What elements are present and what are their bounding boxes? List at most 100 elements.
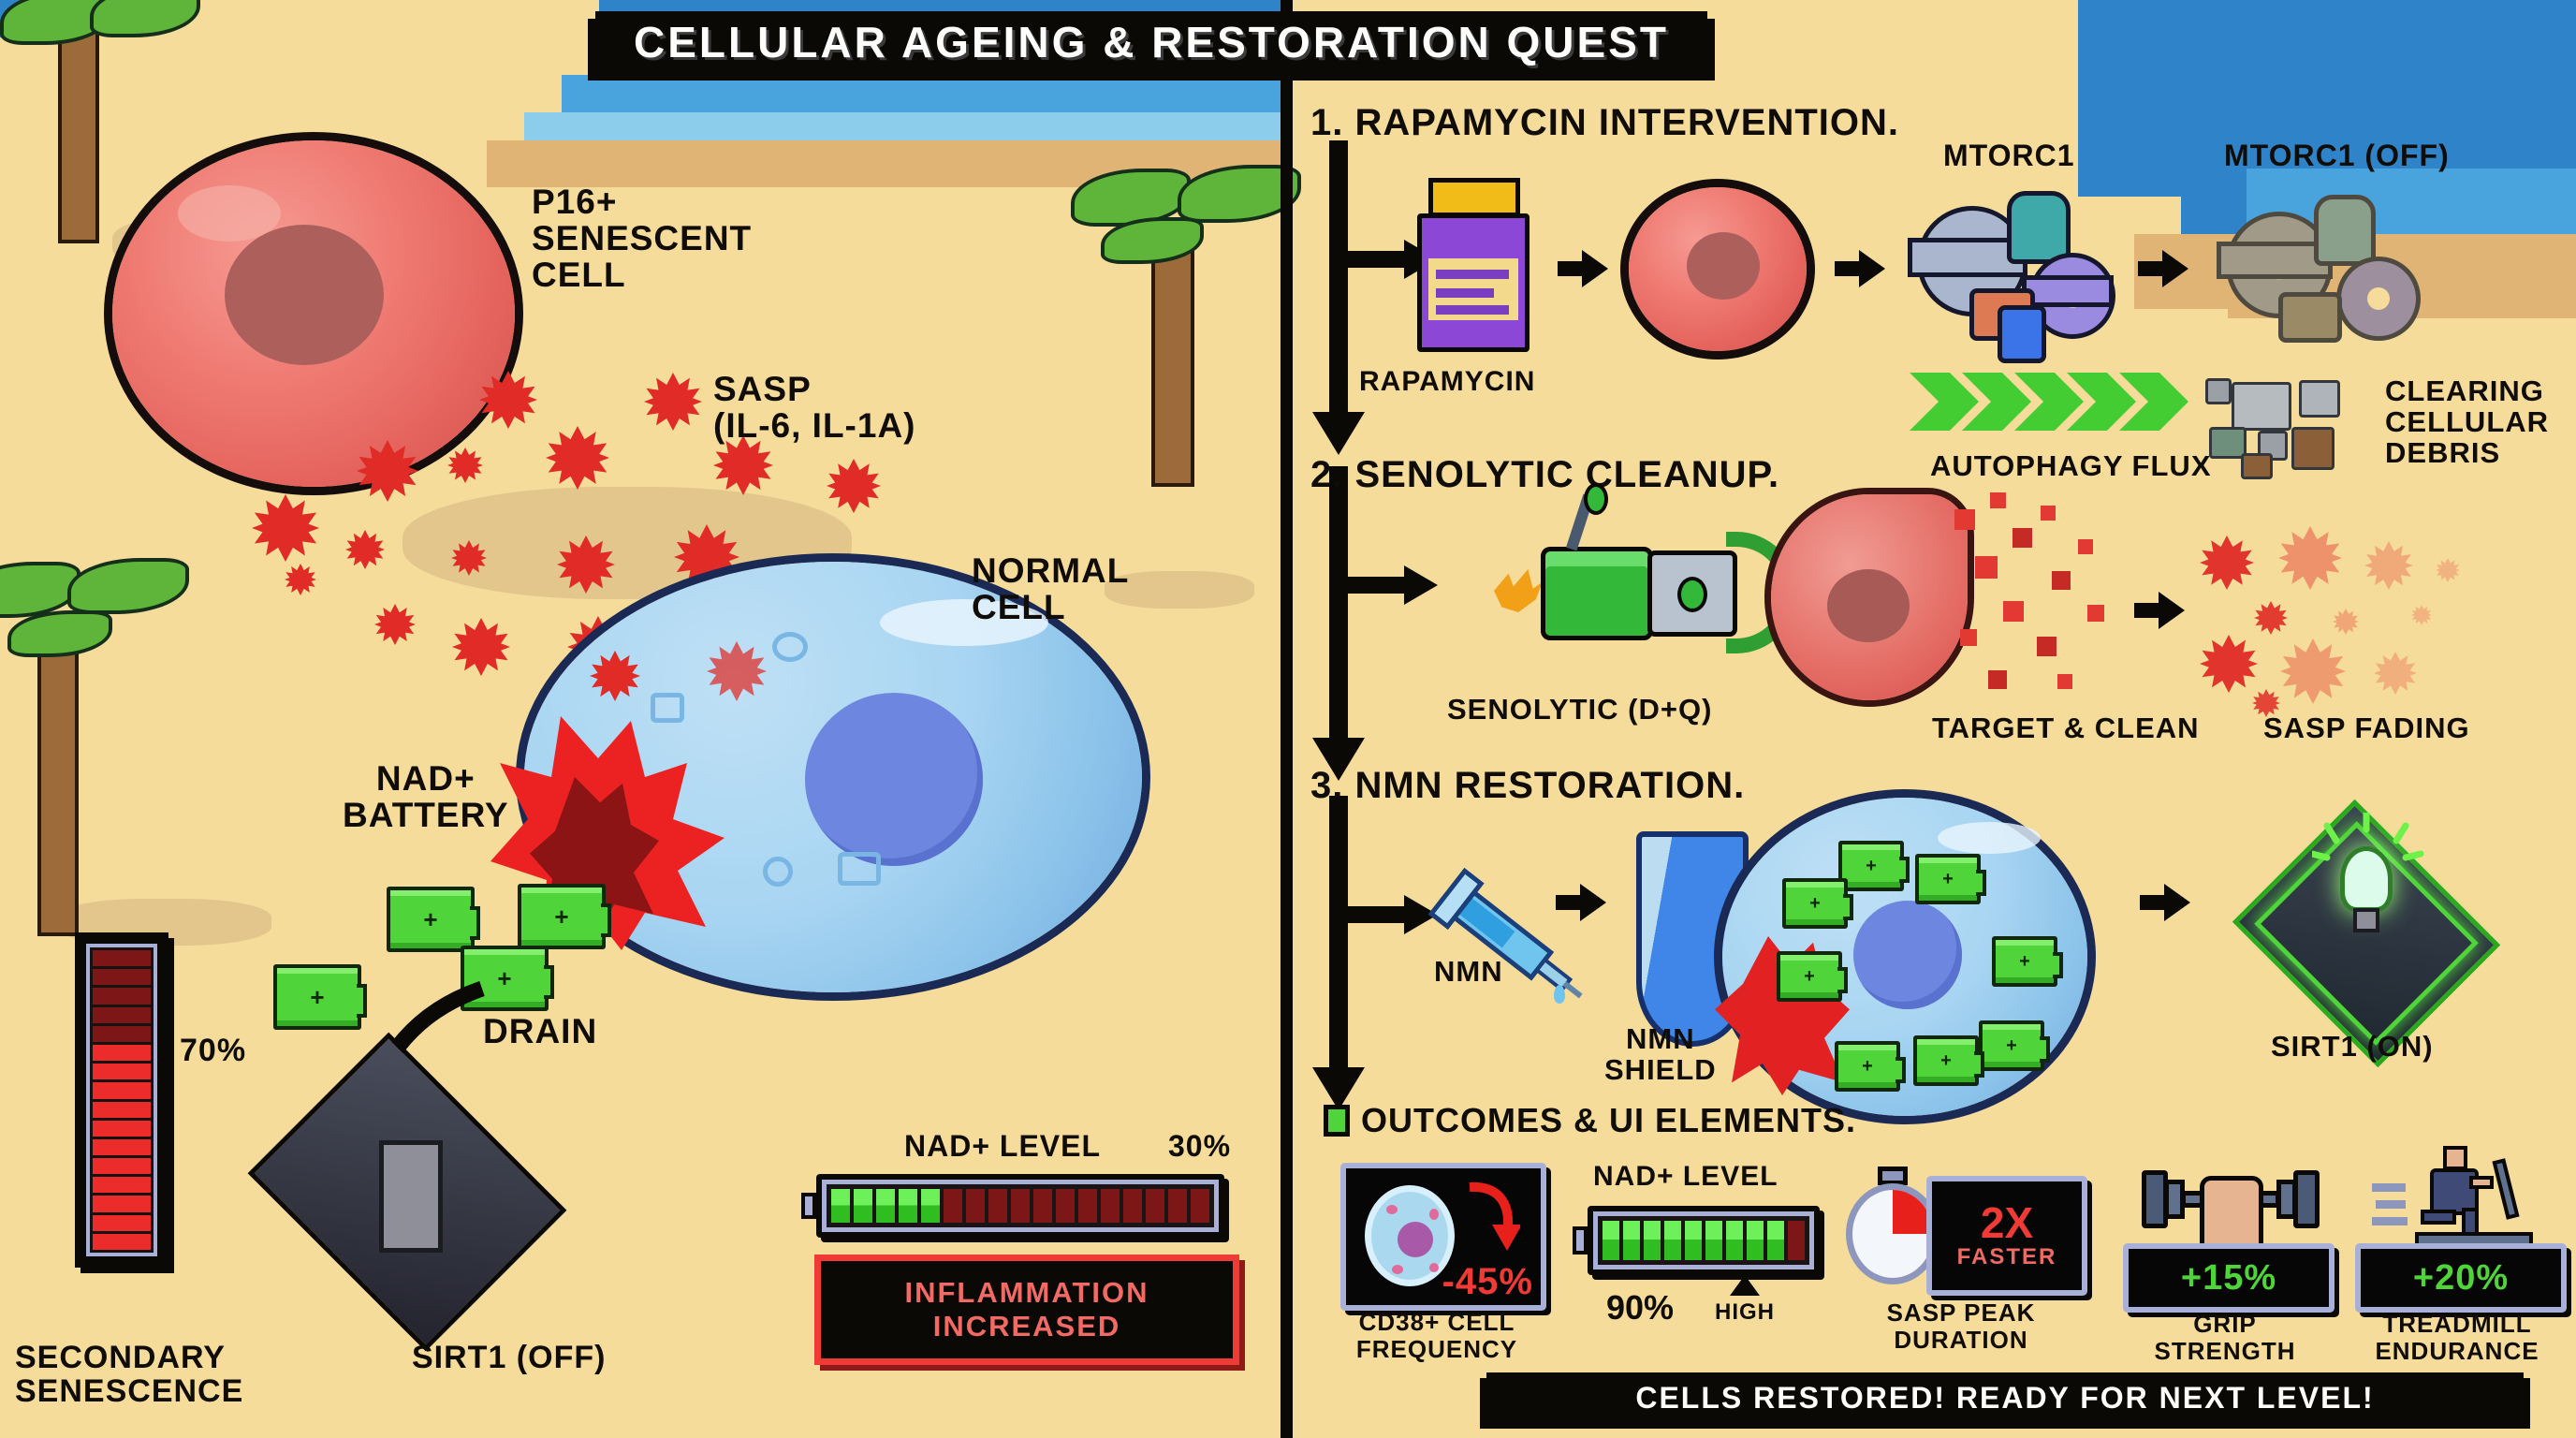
sasp-peak-value-sub: FASTER: [1956, 1244, 2057, 1269]
outcome-card-cd38-cell-frequency[interactable]: -45% CD38+ CELL FREQUENCY: [1340, 1163, 1548, 1362]
cd38-value: -45%: [1442, 1261, 1533, 1302]
normal-cell-vacuole: [763, 857, 793, 887]
sasp-fading-label: SASP FADING: [2263, 712, 2470, 744]
outcome-card-sasp-peak-duration[interactable]: 2X FASTER SASP PEAK DURATION: [1840, 1161, 2087, 1359]
chevron-arrow-icon: [1910, 373, 1979, 431]
senescence-segment: [93, 1233, 151, 1250]
sasp-particle-fading: [2364, 541, 2413, 590]
nad-segment: [854, 1189, 872, 1223]
gear-teeth: [2217, 242, 2333, 279]
battery-plus-icon: +: [1809, 893, 1821, 914]
battery-plus-icon: +: [423, 905, 438, 933]
nad-segment: [1603, 1221, 1619, 1260]
device-antenna-tip: [1584, 483, 1608, 515]
step-1-heading: 1. RAPAMYCIN INTERVENTION.: [1310, 102, 1900, 143]
sasp-particle: [644, 373, 702, 431]
lightbulb-rays-icon: [2312, 813, 2424, 861]
cell-fragment: [1960, 629, 1977, 646]
nad-meter-bar[interactable]: [801, 1174, 1224, 1238]
cd38-cell-speck: [1429, 1263, 1439, 1272]
cd38-cell-speck: [1392, 1265, 1403, 1274]
sasp-particle-fading: [2278, 526, 2342, 590]
nad-segment: [1168, 1189, 1187, 1223]
nad-outcome-value: 90%: [1606, 1288, 1675, 1327]
nad-meter-value: 30%: [1168, 1129, 1232, 1163]
senescence-segment: [93, 1101, 151, 1118]
dumbbell-plate: [2293, 1170, 2320, 1228]
gear-teeth: [2022, 275, 2114, 307]
senescence-segment: [93, 1158, 151, 1175]
runner-leg: [2421, 1210, 2456, 1225]
battery-icon: +: [461, 946, 554, 1011]
sasp-peak-screen: 2X FASTER: [1926, 1176, 2087, 1296]
dry-sand-right: [2153, 318, 2576, 506]
nad-segment: [988, 1189, 1007, 1223]
cell-fragment: [2012, 528, 2032, 548]
cell-fragment: [2052, 571, 2071, 590]
secondary-senescence-bar[interactable]: [75, 932, 168, 1268]
sasp-particle: [546, 426, 609, 490]
sasp-particle-fading: [2411, 605, 2432, 625]
normal-cell-label: NORMAL CELL: [972, 551, 1130, 627]
nad-segment: [1191, 1189, 1209, 1223]
inflammation-banner: INFLAMMATION INCREASED: [814, 1255, 1239, 1365]
treadmill-value: +20%: [2412, 1257, 2510, 1298]
senescent-cell-highlight: [178, 185, 281, 242]
debris-chunk: [2232, 382, 2291, 431]
battery-plus-icon: +: [1940, 1050, 1952, 1071]
flow-arrow-icon: [1835, 248, 1885, 289]
device-body: [1541, 547, 1653, 640]
sasp-particle-fading: [2280, 638, 2346, 704]
nad-outcome-sublabel: HIGH: [1715, 1299, 1775, 1325]
inflammation-line-1: INFLAMMATION: [904, 1276, 1149, 1310]
bottle-label-line: [1436, 305, 1509, 315]
bottle-label-line: [1436, 288, 1494, 298]
senescence-segment: [93, 1025, 151, 1042]
nad-outcome-bar[interactable]: [1573, 1206, 1820, 1275]
normal-cell-nucleus: [805, 693, 983, 866]
mtorc1-disabled-x-icon: [2261, 206, 2402, 346]
battery-icon: +: [1782, 878, 1853, 929]
runner-treadmill-icon: [2372, 1146, 2555, 1253]
debris-chunk: [2209, 427, 2247, 459]
cell-fragment: [2078, 539, 2093, 554]
outcome-card-grip-strength[interactable]: +15% GRIP STRENGTH: [2123, 1155, 2334, 1364]
grip-card-label: GRIP STRENGTH: [2154, 1310, 2296, 1365]
flow-arrow-icon: [2138, 248, 2188, 289]
senescence-segment: [93, 950, 151, 967]
sirt1-on-chip: [2226, 799, 2507, 1068]
cd38-cell-speck: [1386, 1205, 1398, 1214]
device-flame: [1494, 569, 1543, 612]
stopwatch-crown: [1878, 1167, 1908, 1185]
targeted-senescent-cell: [1771, 494, 1968, 700]
senescent-cell-nucleus: [1687, 232, 1760, 300]
cell-fragment: [1954, 509, 1975, 530]
sasp-particle-inside-cell: [590, 651, 640, 701]
debris-chunk: [2205, 378, 2232, 404]
sasp-fading-cluster: [2200, 515, 2537, 717]
flow-arrow-icon: [1556, 882, 1606, 923]
senolytic-label: SENOLYTIC (D+Q): [1447, 693, 1713, 726]
battery-plus-icon: +: [2006, 1035, 2017, 1056]
sasp-particle-fading: [2333, 609, 2359, 635]
targeted-cell-nucleus: [1827, 569, 1910, 642]
outcome-card-treadmill-endurance[interactable]: +20% TREADMILL ENDURANCE: [2355, 1146, 2567, 1364]
cd38-cell-icon: [1365, 1185, 1455, 1286]
senolytic-device-icon: [1494, 483, 1797, 683]
up-indicator-icon: [1730, 1275, 1760, 1296]
battery-plus-icon: +: [310, 983, 325, 1011]
normal-cell-vacuole: [838, 852, 881, 886]
bottle-cap: [1428, 178, 1520, 217]
outcome-card-nad-level-meter[interactable]: NAD+ LEVEL 90% HIGH: [1573, 1161, 1825, 1359]
nmn-syringe-icon: [1412, 835, 1599, 1022]
sasp-particle-fading: [2374, 652, 2417, 695]
senescence-segment: [93, 1006, 151, 1023]
battery-icon: +: [518, 884, 611, 949]
nad-meter-label: NAD+ LEVEL: [904, 1129, 1102, 1163]
senescence-segment: [93, 969, 151, 986]
nad-segment: [1123, 1189, 1142, 1223]
battery-icon: +: [1913, 1035, 1984, 1086]
sasp-particle: [285, 564, 316, 595]
syringe-droplet: [1554, 985, 1565, 1004]
nad-segment: [1033, 1189, 1052, 1223]
